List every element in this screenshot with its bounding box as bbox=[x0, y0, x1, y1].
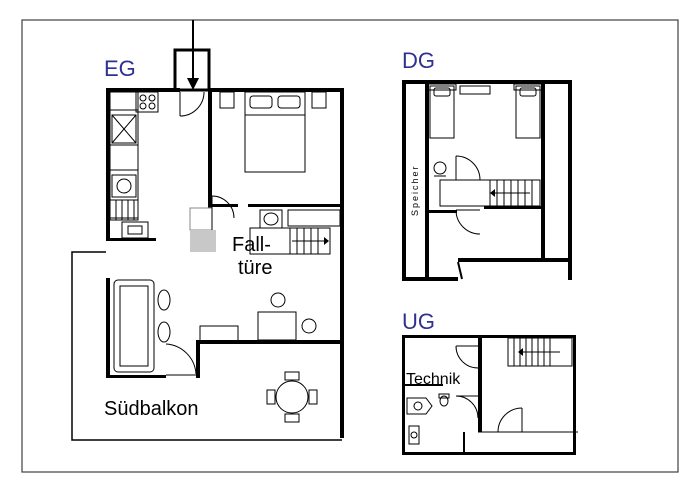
eg-floor-plan: EG bbox=[71, 20, 344, 441]
balcony-outline bbox=[71, 251, 342, 441]
dg-bed-left-icon bbox=[427, 83, 457, 139]
entrance-arrow-icon bbox=[173, 20, 211, 92]
double-bed-icon bbox=[244, 91, 306, 173]
ug-lower-door-icon bbox=[455, 395, 479, 419]
dg-walls bbox=[402, 80, 572, 281]
cabinet-icon bbox=[199, 325, 239, 343]
dg-lower-door-icon bbox=[455, 209, 481, 235]
ug-floor-plan: UG Technik bbox=[402, 309, 578, 455]
dg-bed-right-icon bbox=[513, 83, 543, 139]
fridge-icon bbox=[111, 114, 137, 144]
trapdoor-stairs-icon bbox=[249, 227, 331, 255]
eg-floor-label: EG bbox=[104, 56, 136, 81]
dg-chair-icon bbox=[433, 161, 447, 177]
armchair-icon bbox=[157, 289, 171, 343]
kitchen bbox=[109, 91, 159, 219]
ug-partition bbox=[463, 431, 578, 452]
eg-stairs-icon bbox=[109, 199, 149, 239]
ug-toilet-icon bbox=[438, 393, 450, 407]
dining-table-icon bbox=[257, 292, 317, 341]
sink-icon bbox=[111, 174, 137, 198]
living-door-icon bbox=[165, 343, 197, 376]
toilet-icon bbox=[259, 209, 283, 229]
stove-icon bbox=[135, 91, 159, 113]
ug-stairs-icon bbox=[507, 337, 573, 367]
storage-label: Speicher bbox=[410, 164, 420, 216]
dg-floor-label: DG bbox=[402, 48, 435, 73]
image-frame bbox=[21, 19, 679, 473]
bathroom bbox=[189, 195, 341, 252]
bedroom bbox=[219, 91, 327, 173]
ug-room-door-icon bbox=[497, 407, 523, 433]
technik-label: Technik bbox=[406, 371, 461, 388]
ug-upper-door-icon bbox=[455, 345, 479, 369]
eg-walls bbox=[106, 88, 344, 438]
balcony-label: Südbalkon bbox=[104, 398, 199, 420]
dg-door-icon bbox=[455, 155, 481, 181]
dg-shelf-icon bbox=[459, 85, 491, 95]
ug-walls bbox=[402, 335, 576, 455]
balcony-table-icon bbox=[266, 371, 318, 423]
dg-floor-plan: DG Speicher bbox=[402, 48, 572, 281]
entry-door-icon bbox=[179, 91, 205, 117]
ug-shower-icon bbox=[408, 425, 420, 445]
sofa-icon bbox=[113, 279, 155, 373]
trapdoor-label-line1: Fall- bbox=[232, 234, 271, 256]
ug-floor-label: UG bbox=[402, 309, 435, 334]
trapdoor-label-line2: türe bbox=[238, 257, 272, 279]
dg-stairs-icon bbox=[439, 179, 541, 207]
ug-washbasin-icon bbox=[406, 397, 433, 415]
